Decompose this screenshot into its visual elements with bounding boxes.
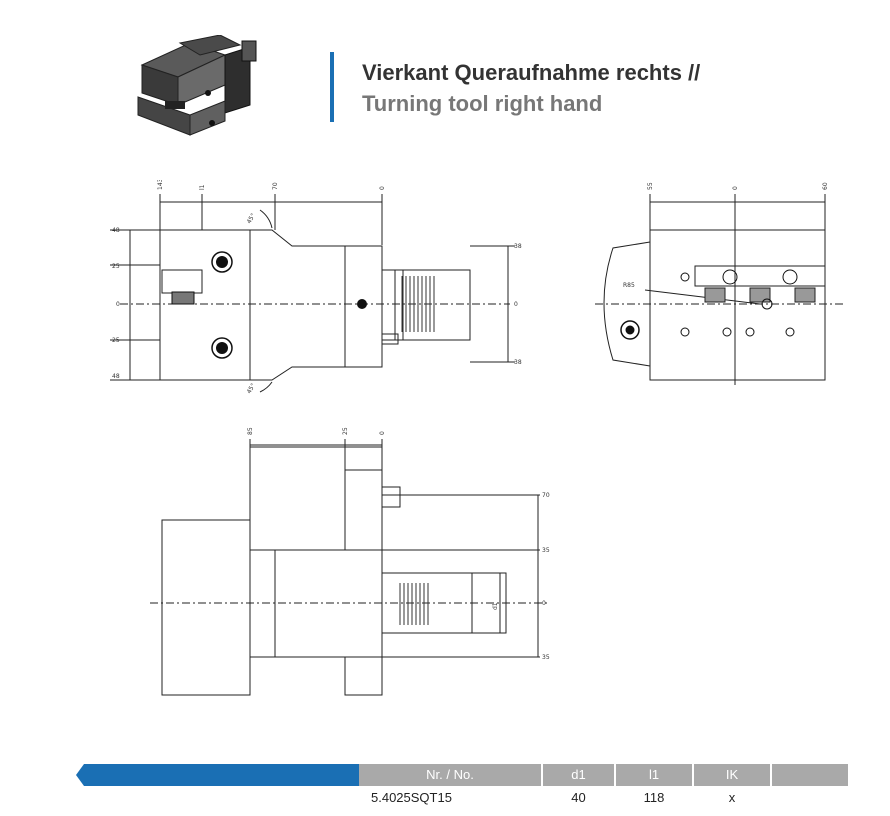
angle-bottom: 45° bbox=[246, 382, 257, 395]
page-title: Vierkant Queraufnahme rechts // bbox=[362, 60, 701, 85]
dim-left-25b: 25 bbox=[112, 337, 120, 344]
dim-right-38: 38 bbox=[514, 243, 522, 250]
header-l1: l1 bbox=[616, 764, 692, 786]
title-accent-bar bbox=[330, 52, 334, 122]
dim-left-0: 0 bbox=[116, 301, 120, 308]
dim-top-0: 0 bbox=[379, 186, 386, 190]
cell-d1: 40 bbox=[571, 790, 586, 805]
header-ik: IK bbox=[694, 764, 770, 786]
page-subtitle: Turning tool right hand bbox=[362, 91, 603, 116]
dim-top-l1: l1 bbox=[199, 184, 206, 190]
table-row: 5.4025SQT15 40 118 x bbox=[76, 790, 848, 808]
side-dim-55: 55 bbox=[647, 182, 654, 190]
front-view-drawing: 143 l1 70 0 48 25 0 25 48 38 0 38 45° 45… bbox=[110, 180, 522, 395]
bottom-view-drawing: 85 25 0 70 35 0 35 d1 bbox=[150, 427, 550, 696]
bottom-dim-0: 0 bbox=[379, 431, 386, 435]
dim-right-0: 0 bbox=[514, 301, 518, 308]
side-dim-0: 0 bbox=[732, 186, 739, 190]
product-image bbox=[137, 35, 257, 136]
bottom-dim-0r: 0 bbox=[542, 600, 546, 607]
angle-top: 45° bbox=[246, 212, 257, 225]
side-radius: R85 bbox=[623, 282, 635, 289]
bottom-dim-35: 35 bbox=[542, 547, 550, 554]
cell-ik: x bbox=[728, 790, 736, 805]
table-accent-arrow bbox=[76, 764, 359, 786]
header-d1: d1 bbox=[543, 764, 614, 786]
dim-left-48b: 48 bbox=[112, 373, 120, 380]
dim-top-70: 70 bbox=[272, 182, 279, 190]
cell-nr: 5.4025SQT15 bbox=[371, 790, 452, 805]
dim-left-25: 25 bbox=[112, 263, 120, 270]
bottom-dim-25: 25 bbox=[342, 427, 349, 435]
bottom-dim-70: 70 bbox=[542, 492, 550, 499]
dim-top-143: 143 bbox=[157, 180, 164, 190]
side-view-drawing: 55 0 60 R85 bbox=[595, 182, 845, 385]
bottom-dim-85: 85 bbox=[247, 427, 254, 435]
header-nr: Nr. / No. bbox=[359, 764, 541, 786]
dim-right-38b: 38 bbox=[514, 359, 522, 366]
dim-left-48: 48 bbox=[112, 227, 120, 234]
bottom-dim-35b: 35 bbox=[542, 654, 550, 661]
bottom-d1: d1 bbox=[492, 602, 499, 610]
table-header: Nr. / No. d1 l1 IK bbox=[76, 764, 848, 786]
cell-l1: 118 bbox=[643, 790, 665, 805]
header-empty bbox=[772, 764, 848, 786]
side-dim-60: 60 bbox=[822, 182, 829, 190]
